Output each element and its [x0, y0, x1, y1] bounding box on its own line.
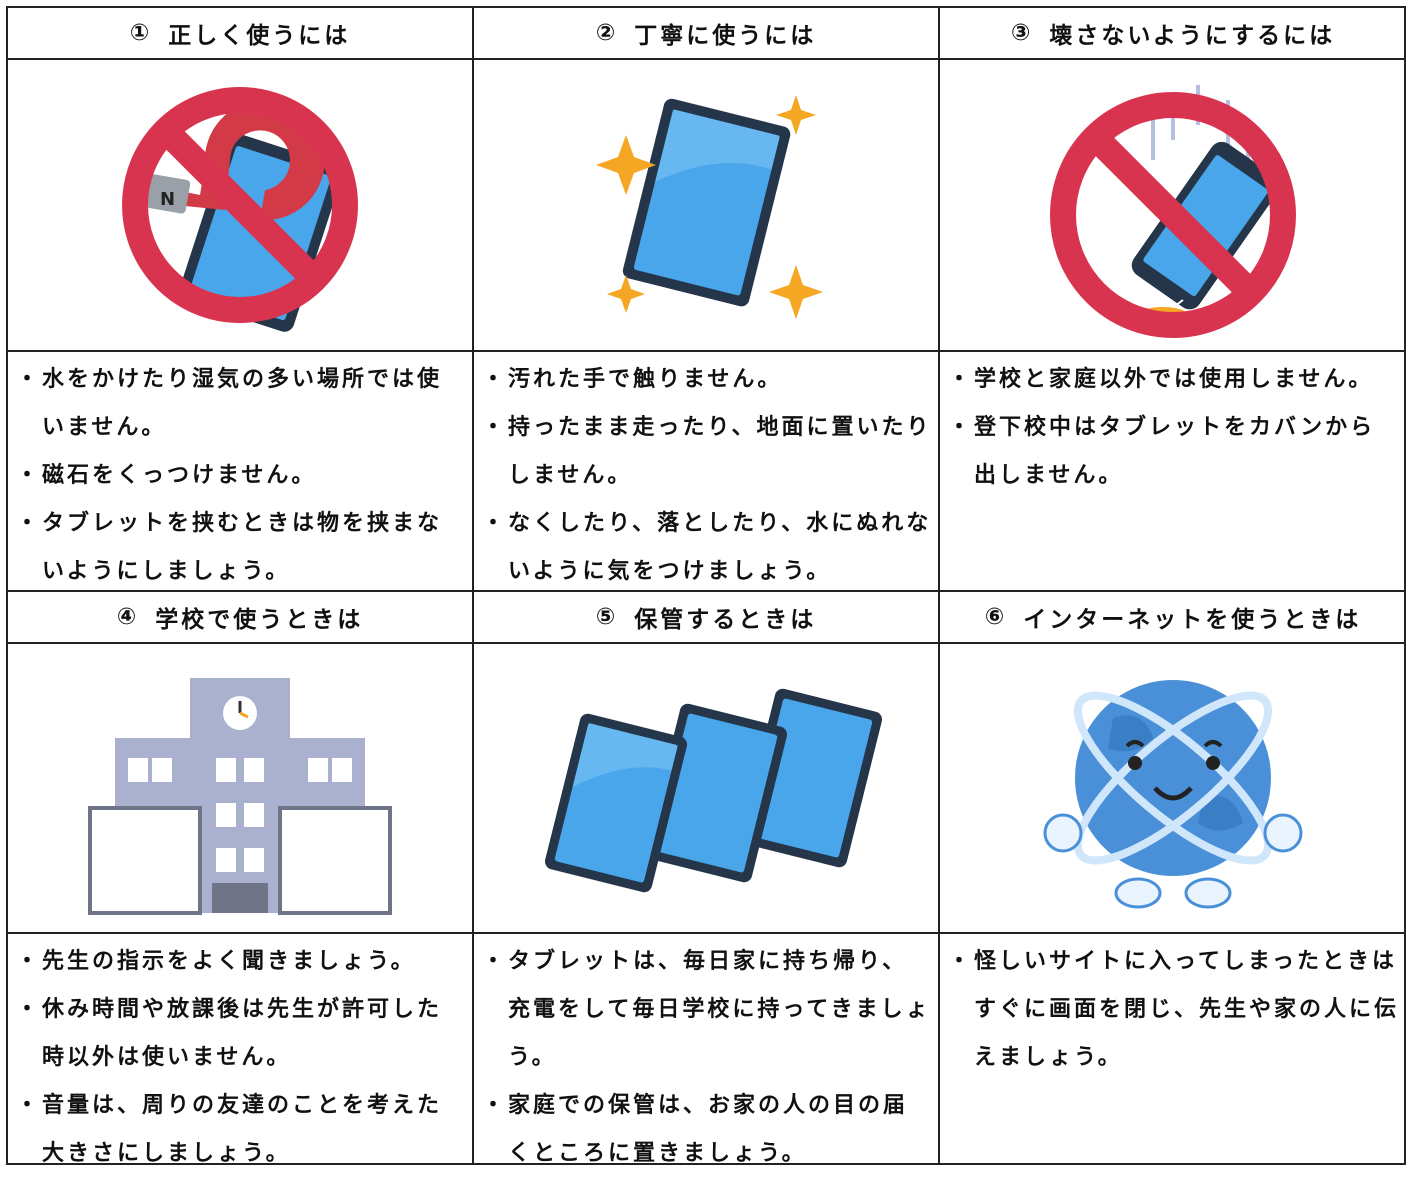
section-5-number: ⑤: [595, 604, 619, 630]
bullet-item: 先生の指示をよく聞きましょう。: [16, 938, 466, 986]
section-4-header: ④ 学校で使うときは: [8, 592, 474, 644]
section-1-header: ① 正しく使うには: [8, 8, 474, 60]
rules-table: ① 正しく使うには ② 丁寧に使うには ③ 壊さないようにするには N: [6, 6, 1406, 1166]
bullet-item: 汚れた手で触りません。: [482, 356, 932, 404]
section-6-bullets: 怪しいサイトに入ってしまったときはすぐに画面を閉じ、先生や家の人に伝えましょう。: [948, 938, 1400, 1082]
tablet-rules-sheet: ① 正しく使うには ② 丁寧に使うには ③ 壊さないようにするには N: [6, 6, 1406, 1166]
section-4-image: [8, 644, 474, 934]
section-6-image: [940, 644, 1406, 934]
section-6-number: ⑥: [984, 604, 1008, 630]
section-6-header: ⑥ インターネットを使うときは: [940, 592, 1406, 644]
section-3-title: 壊さないようにするには: [1049, 23, 1336, 49]
section-5-bullets: タブレットは、毎日家に持ち帰り、充電をして毎日学校に持ってきましょう。 家庭での…: [482, 938, 932, 1178]
bullet-item: 磁石をくっつけません。: [16, 452, 466, 500]
section-2-bullets: 汚れた手で触りません。 持ったまま走ったり、地面に置いたりしません。 なくしたり…: [482, 356, 932, 596]
section-4-title: 学校で使うときは: [155, 607, 364, 633]
section-5-header: ⑤ 保管するときは: [474, 592, 940, 644]
section-2-title: 丁寧に使うには: [634, 23, 817, 49]
section-5-image: [474, 644, 940, 934]
section-2-image: [474, 60, 940, 352]
section-2-header: ② 丁寧に使うには: [474, 8, 940, 60]
section-1-number: ①: [129, 20, 153, 46]
section-3-text: 学校と家庭以外では使用しません。 登下校中はタブレットをカバンから出しません。: [940, 352, 1406, 592]
section-3-bullets: 学校と家庭以外では使用しません。 登下校中はタブレットをカバンから出しません。: [948, 356, 1400, 500]
smiling-globe-icon: [1043, 680, 1303, 909]
bullet-item: 学校と家庭以外では使用しません。: [948, 356, 1400, 404]
bullet-item: なくしたり、落としたり、水にぬれないように気をつけましょう。: [482, 500, 932, 596]
section-1-title: 正しく使うには: [168, 23, 351, 49]
section-1-text: 水をかけたり湿気の多い場所では使いません。 磁石をくっつけません。 タブレットを…: [8, 352, 474, 592]
svg-text:N: N: [160, 189, 175, 210]
bullet-item: タブレットを挟むときは物を挟まないようにしましょう。: [16, 500, 466, 596]
section-2-text: 汚れた手で触りません。 持ったまま走ったり、地面に置いたりしません。 なくしたり…: [474, 352, 940, 592]
section-4-text: 先生の指示をよく聞きましょう。 休み時間や放課後は先生が許可した時以外は使いませ…: [8, 934, 474, 1166]
bullet-item: 水をかけたり湿気の多い場所では使いません。: [16, 356, 466, 452]
section-6-title: インターネットを使うときは: [1023, 607, 1362, 633]
section-5-title: 保管するときは: [634, 607, 817, 633]
no-magnet-on-tablet-icon: N: [122, 87, 358, 332]
bullet-item: 家庭での保管は、お家の人の目の届くところに置きましょう。: [482, 1082, 932, 1178]
bullet-item: 休み時間や放課後は先生が許可した時以外は使いません。: [16, 986, 466, 1082]
section-2-number: ②: [595, 20, 619, 46]
bullet-item: 持ったまま走ったり、地面に置いたりしません。: [482, 404, 932, 500]
stacked-tablets-icon: [544, 688, 883, 893]
bullet-item: 登下校中はタブレットをカバンから出しません。: [948, 404, 1400, 500]
section-3-number: ③: [1010, 20, 1034, 46]
section-4-number: ④: [116, 604, 140, 630]
section-3-image: [940, 60, 1406, 352]
sparkling-tablet-icon: [596, 95, 823, 319]
section-5-text: タブレットは、毎日家に持ち帰り、充電をして毎日学校に持ってきましょう。 家庭での…: [474, 934, 940, 1166]
no-dropped-phone-icon: [1050, 85, 1296, 338]
bullet-item: 音量は、周りの友達のことを考えた大きさにしましょう。: [16, 1082, 466, 1178]
bullet-item: タブレットは、毎日家に持ち帰り、充電をして毎日学校に持ってきましょう。: [482, 938, 932, 1082]
section-1-image: N: [8, 60, 474, 352]
section-3-header: ③ 壊さないようにするには: [940, 8, 1406, 60]
school-building-icon: [88, 678, 392, 915]
bullet-item: 怪しいサイトに入ってしまったときはすぐに画面を閉じ、先生や家の人に伝えましょう。: [948, 938, 1400, 1082]
section-6-text: 怪しいサイトに入ってしまったときはすぐに画面を閉じ、先生や家の人に伝えましょう。: [940, 934, 1406, 1163]
section-1-bullets: 水をかけたり湿気の多い場所では使いません。 磁石をくっつけません。 タブレットを…: [16, 356, 466, 596]
section-4-bullets: 先生の指示をよく聞きましょう。 休み時間や放課後は先生が許可した時以外は使いませ…: [16, 938, 466, 1178]
